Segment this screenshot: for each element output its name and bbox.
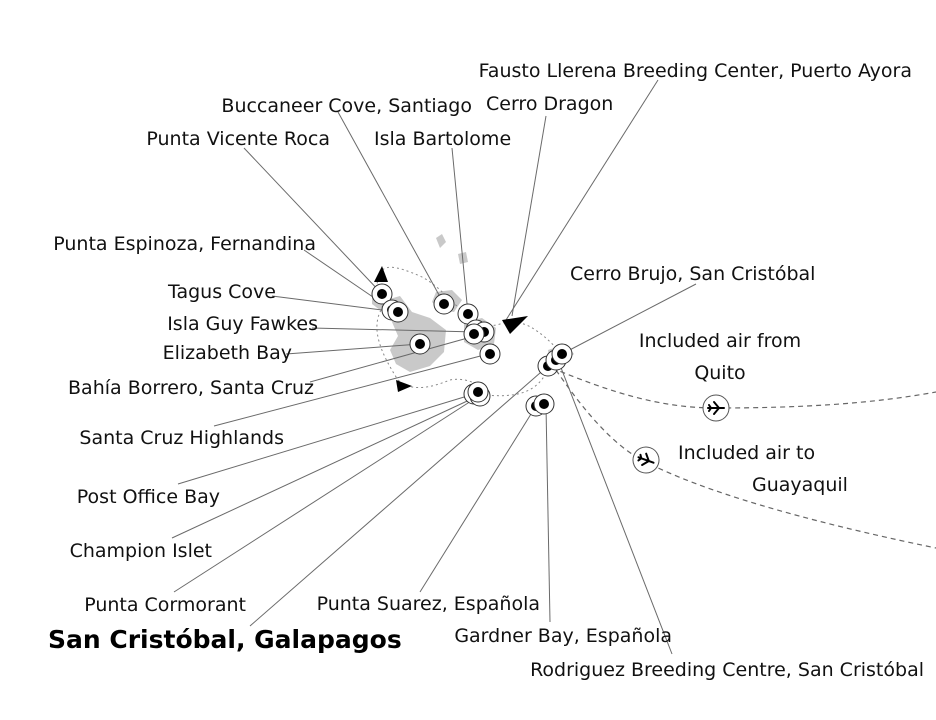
flight-labels: Included air from Quito Included air to … (639, 330, 848, 496)
stop-labels: Fausto Llerena Breeding Center, Puerto A… (53, 60, 924, 681)
label-champion-islet[interactable]: Champion Islet (70, 540, 212, 562)
airplane-from-quito-icon[interactable] (702, 394, 730, 422)
airplane-to-guayaquil-icon[interactable] (629, 443, 662, 476)
flight-to-label-line2: Guayaquil (752, 474, 848, 496)
stop-marker[interactable] (533, 393, 555, 415)
label-isla-guy-fawkes[interactable]: Isla Guy Fawkes (167, 313, 318, 335)
stop-marker[interactable] (387, 301, 409, 323)
label-elizabeth-bay[interactable]: Elizabeth Bay (163, 342, 292, 364)
label-gardner-bay[interactable]: Gardner Bay, Española (454, 625, 672, 647)
stop-marker[interactable] (371, 283, 393, 305)
flight-from-label-line2: Quito (694, 362, 745, 384)
stop-marker[interactable] (463, 323, 485, 345)
island-pinta (436, 234, 446, 248)
label-punta-vicente-roca[interactable]: Punta Vicente Roca (146, 128, 330, 150)
stop-marker[interactable] (457, 303, 479, 325)
label-punta-espinoza[interactable]: Punta Espinoza, Fernandina (53, 233, 316, 255)
label-isla-bartolome[interactable]: Isla Bartolome (374, 128, 511, 150)
stop-marker[interactable] (479, 343, 501, 365)
label-cerro-dragon[interactable]: Cerro Dragon (486, 93, 613, 115)
label-cerro-brujo[interactable]: Cerro Brujo, San Cristóbal (570, 263, 815, 285)
flight-from-label-line1: Included air from (639, 330, 801, 352)
label-bahia-borrero[interactable]: Bahía Borrero, Santa Cruz (68, 377, 314, 399)
stop-marker[interactable] (433, 293, 455, 315)
leader-lines (171, 79, 697, 655)
label-tagus-cove[interactable]: Tagus Cove (167, 281, 276, 303)
stop-marker[interactable] (551, 343, 573, 365)
label-santa-cruz-highlands[interactable]: Santa Cruz Highlands (79, 427, 284, 449)
route-arrow-north (374, 266, 388, 282)
stop-marker[interactable] (409, 333, 431, 355)
label-punta-cormorant[interactable]: Punta Cormorant (84, 594, 246, 616)
label-punta-suarez[interactable]: Punta Suarez, Española (317, 593, 540, 615)
route-arrow-east (502, 316, 528, 334)
label-buccaneer-cove[interactable]: Buccaneer Cove, Santiago (221, 95, 472, 117)
label-post-office-bay[interactable]: Post Office Bay (77, 486, 220, 508)
flight-path-from-quito (551, 367, 936, 409)
stop-marker[interactable] (467, 381, 489, 403)
label-fausto-llerena[interactable]: Fausto Llerena Breeding Center, Puerto A… (479, 60, 912, 82)
label-rodriguez-breeding-centre[interactable]: Rodriguez Breeding Centre, San Cristóbal (530, 659, 924, 681)
route-direction-arrows (374, 266, 528, 392)
stop-markers (371, 283, 573, 417)
port-label[interactable]: San Cristóbal, Galapagos (48, 625, 402, 654)
route-arrow-south (396, 380, 412, 392)
flight-to-label-line1: Included air to (678, 442, 815, 464)
